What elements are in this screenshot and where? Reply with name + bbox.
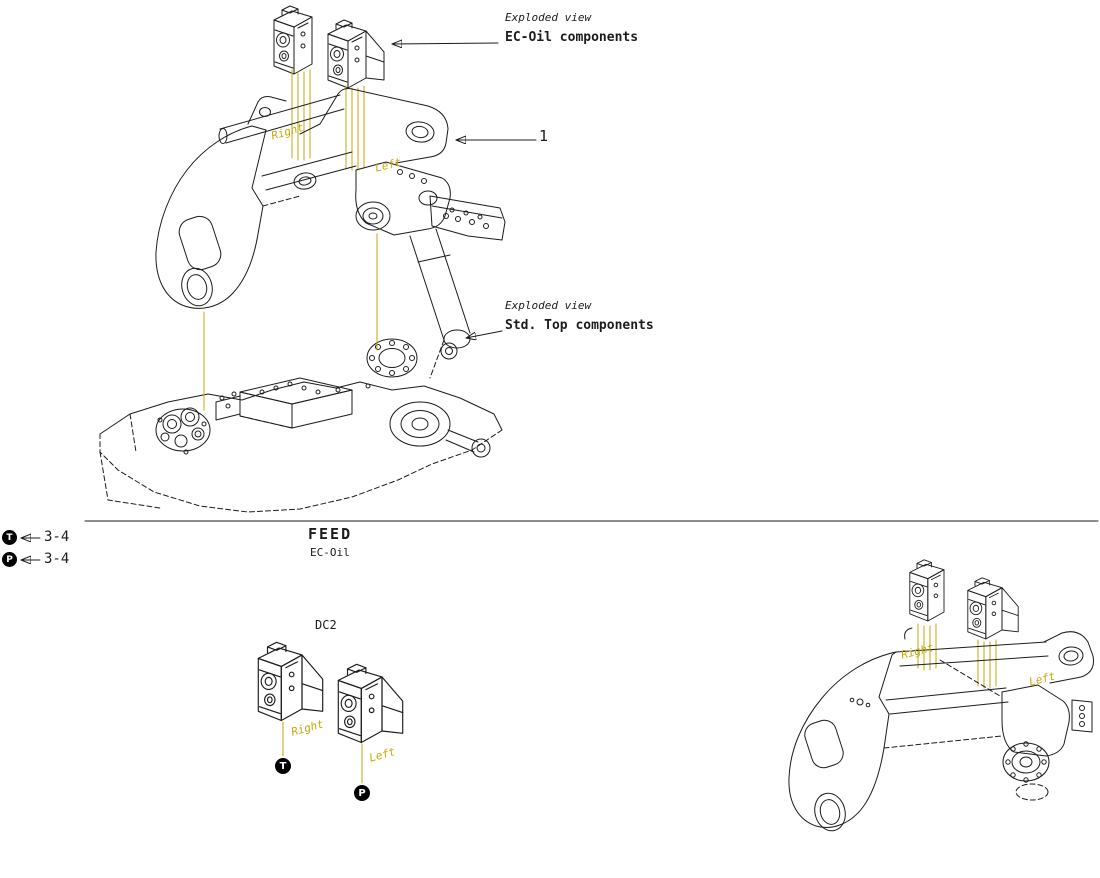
right-view-valve-left-icon (968, 578, 1018, 639)
std-top-callout-title: Exploded view (505, 299, 592, 312)
top-exploded-view-drawing (99, 5, 537, 513)
right-view-valve-right-icon (909, 559, 945, 622)
dc2-valve-left-icon (338, 664, 402, 742)
feed-port-p-badge: P (2, 552, 17, 567)
dc2-port-p-badge: P (354, 785, 370, 801)
dc2-valve-right-icon (258, 642, 322, 720)
ec-oil-callout-arrow (391, 43, 499, 44)
ec-oil-callout-subtitle: EC-Oil components (505, 30, 639, 45)
ec-oil-valve-right-icon (273, 5, 313, 75)
std-top-callout-subtitle: Std. Top components (505, 318, 654, 333)
ec-oil-valve-left-icon (328, 20, 384, 88)
right-view-frame-drawing (788, 627, 1094, 832)
feed-port-t-ref: 3-4 (44, 529, 70, 545)
dc2-port-t-badge: T (275, 758, 291, 774)
machine-top-assembly-drawing (99, 377, 503, 513)
feed-port-p-ref: 3-4 (44, 551, 70, 567)
item-number: 1 (539, 127, 549, 145)
std-top-callout-arrow (465, 330, 503, 338)
ec-oil-callout-title: Exploded view (505, 11, 592, 24)
dc2-port-leader-lines (282, 721, 363, 784)
feed-marker-arrows (20, 538, 41, 560)
frame-to-machine-leader-lines (203, 233, 378, 411)
dc2-title: DC2 (315, 618, 337, 632)
feed-subtitle: EC-Oil (310, 546, 350, 559)
right-view-leader-lines (917, 623, 997, 689)
dc2-exploded-drawing (258, 642, 402, 784)
feed-title: FEED (308, 525, 353, 543)
right-assembled-view-drawing (788, 559, 1094, 832)
valve-leader-lines (291, 69, 365, 171)
feed-port-t-badge: T (2, 530, 17, 545)
coupler-frame-drawing (155, 88, 451, 309)
std-top-leg-drawing (366, 195, 506, 379)
